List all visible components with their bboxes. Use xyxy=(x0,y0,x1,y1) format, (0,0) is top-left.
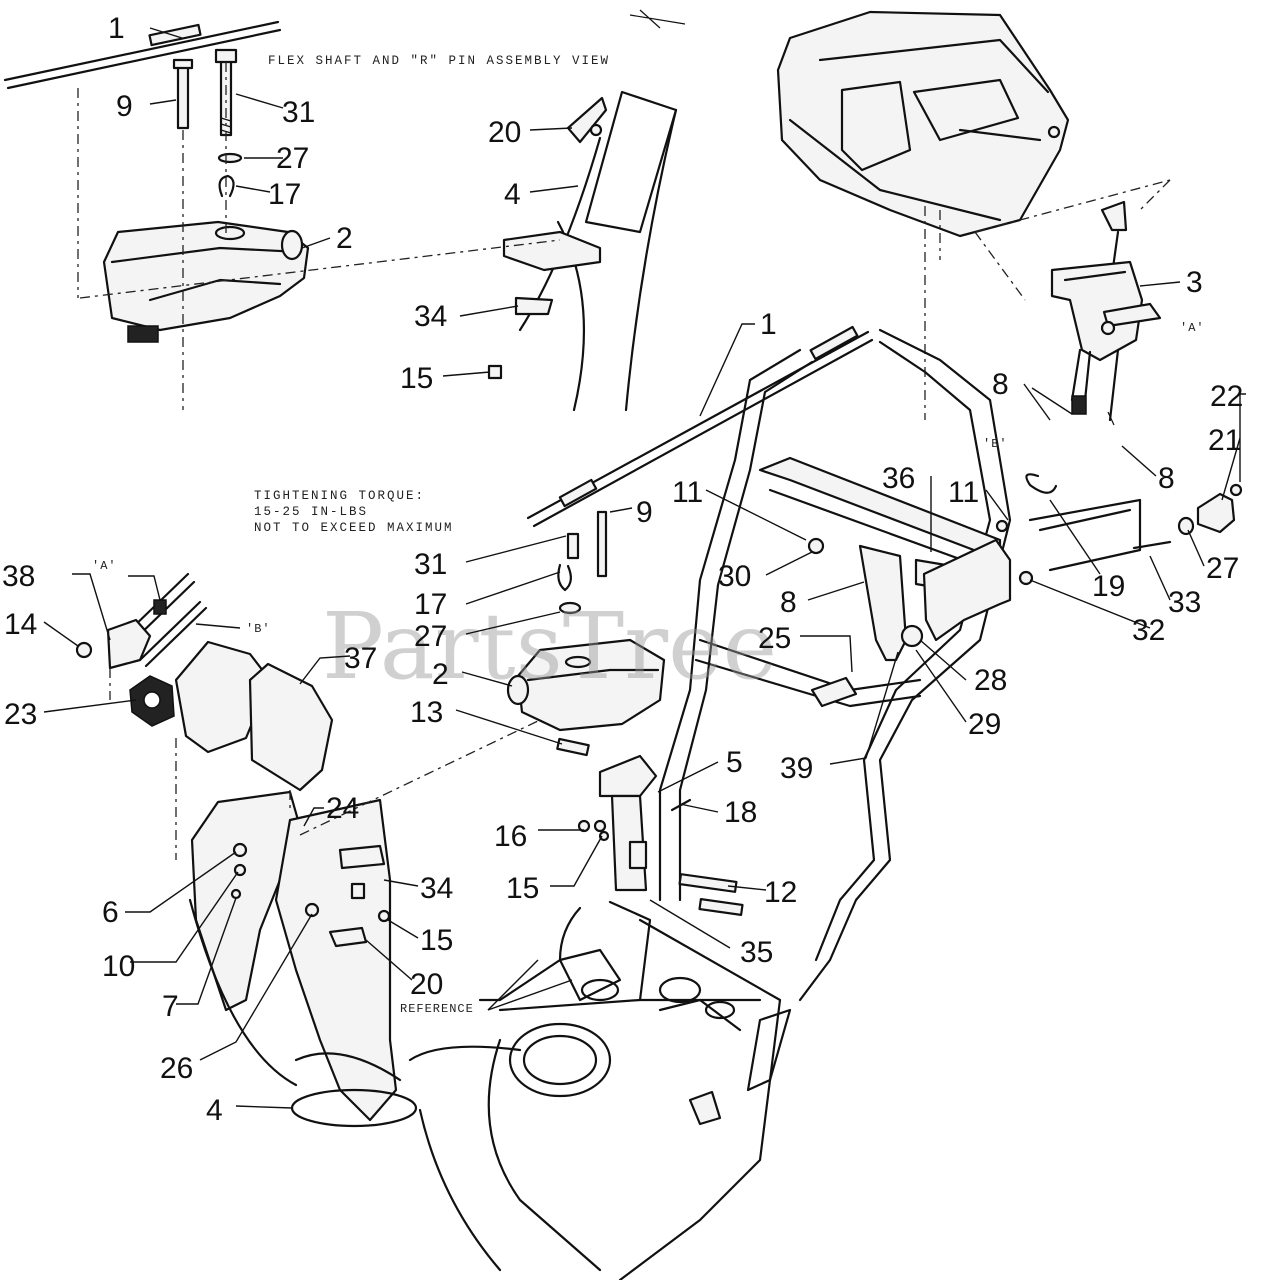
callout-38: 38 xyxy=(2,560,35,593)
callout-32: 32 xyxy=(1132,614,1165,647)
callout-1-mid: 1 xyxy=(760,308,777,341)
callout-4-lower: 4 xyxy=(206,1094,223,1127)
torque-note-line3: NOT TO EXCEED MAXIMUM xyxy=(254,521,454,535)
callout-3: 3 xyxy=(1186,266,1203,299)
callout-22: 22 xyxy=(1210,380,1243,413)
callout-27-mid: 27 xyxy=(414,620,447,653)
callout-28: 28 xyxy=(974,664,1007,697)
callout-6: 6 xyxy=(102,896,119,929)
callout-5: 5 xyxy=(726,746,743,779)
flex-shaft-housing-lower xyxy=(506,638,666,732)
callout-9-mid: 9 xyxy=(636,496,653,529)
callout-11-right: 11 xyxy=(948,476,979,509)
callout-17-mid: 17 xyxy=(414,588,447,621)
lower-chute-crank xyxy=(506,510,744,916)
callout-34-lower: 34 xyxy=(420,872,453,905)
callout-8-right-a: 8 xyxy=(992,368,1009,401)
callout-2-mid: 2 xyxy=(432,658,449,691)
callout-31-mid: 31 xyxy=(414,548,447,581)
callout-11-left: 11 xyxy=(672,476,703,509)
callout-2-top: 2 xyxy=(336,222,353,255)
watermark: PartsTree xyxy=(322,593,777,700)
callout-34-top: 34 xyxy=(414,300,447,333)
callout-29: 29 xyxy=(968,708,1001,741)
marker-a-left: 'A' xyxy=(92,559,117,573)
callout-36: 36 xyxy=(882,462,915,495)
callout-23: 23 xyxy=(4,698,37,731)
marker-b-left: 'B' xyxy=(246,622,271,636)
shift-lever-assembly xyxy=(1050,200,1162,426)
handle-frame xyxy=(526,325,1243,1002)
bolt-9-top xyxy=(176,64,190,130)
inset-assembly-view xyxy=(3,9,686,412)
auger-housing xyxy=(408,900,792,1280)
callout-37: 37 xyxy=(344,642,377,675)
callout-8-right-b: 8 xyxy=(1158,462,1175,495)
callout-20-top: 20 xyxy=(488,116,521,149)
callout-1-top: 1 xyxy=(108,12,125,45)
callout-7: 7 xyxy=(162,990,179,1023)
callout-26: 26 xyxy=(160,1052,193,1085)
callouts: 1 9 31 27 17 2 20 4 34 15 1 3 8 22 21 8 … xyxy=(2,12,1243,1127)
callout-12: 12 xyxy=(764,876,797,909)
callout-18: 18 xyxy=(724,796,757,829)
callout-31-top: 31 xyxy=(282,96,315,129)
callout-33: 33 xyxy=(1168,586,1201,619)
callout-4-top: 4 xyxy=(504,178,521,211)
assembly-view-title: FLEX SHAFT AND "R" PIN ASSEMBLY VIEW xyxy=(268,54,610,68)
callout-14: 14 xyxy=(4,608,37,641)
marker-a-top: 'A' xyxy=(1180,321,1205,335)
callout-13: 13 xyxy=(410,696,443,729)
washer-27-top xyxy=(217,152,243,164)
callout-16: 16 xyxy=(494,820,527,853)
callout-30: 30 xyxy=(718,560,751,593)
callout-9-top: 9 xyxy=(116,90,133,123)
callout-21: 21 xyxy=(1208,424,1241,457)
callout-27-right: 27 xyxy=(1206,552,1239,585)
torque-note-line2: 15-25 IN-LBS xyxy=(254,505,368,519)
marker-b-top: 'B' xyxy=(983,437,1008,451)
reference-label: REFERENCE xyxy=(400,1002,474,1016)
torque-note-line1: TIGHTENING TORQUE: xyxy=(254,489,425,503)
chute-top-inset xyxy=(487,9,686,412)
callout-24: 24 xyxy=(326,792,359,825)
callout-8-mid: 8 xyxy=(780,586,797,619)
callout-35: 35 xyxy=(740,936,773,969)
callout-25: 25 xyxy=(758,622,791,655)
callout-17-top: 17 xyxy=(268,178,301,211)
control-panel xyxy=(776,10,1070,238)
flex-shaft-top xyxy=(3,20,282,90)
callout-10: 10 xyxy=(102,950,135,983)
callout-19: 19 xyxy=(1092,570,1125,603)
callout-20-lower: 20 xyxy=(410,968,443,1001)
callout-27-top: 27 xyxy=(276,142,309,175)
leader-lines xyxy=(43,27,1246,1109)
r-pin-17-top xyxy=(218,174,235,198)
callout-39: 39 xyxy=(780,752,813,785)
chute-assembly xyxy=(75,572,541,1128)
callout-15-mid: 15 xyxy=(506,872,539,905)
callout-15-lower: 15 xyxy=(420,924,453,957)
callout-15-top: 15 xyxy=(400,362,433,395)
flex-shaft-housing-top xyxy=(102,220,310,343)
